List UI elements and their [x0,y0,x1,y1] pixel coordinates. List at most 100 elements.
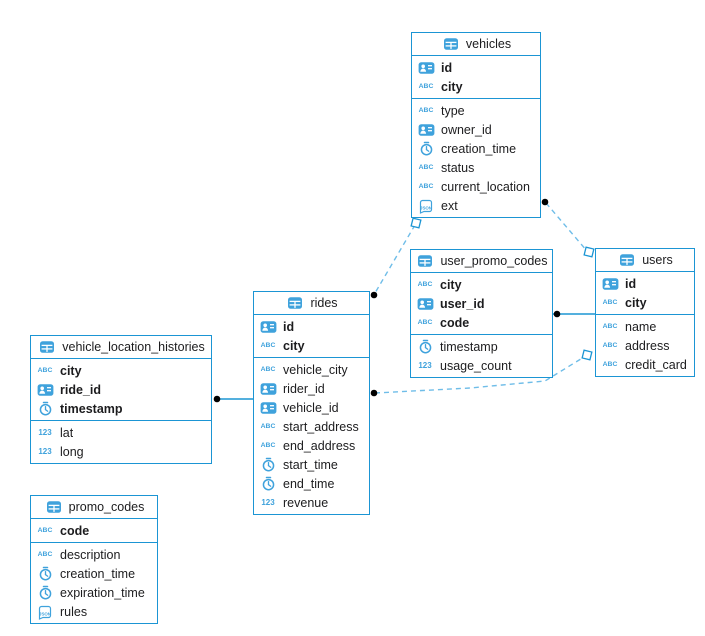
field-name: creation_time [60,566,136,581]
field-row[interactable]: id [596,274,694,293]
relationship-line-vehicles-users[interactable] [545,202,588,252]
abc-icon: ABC [260,442,276,449]
id-card-icon [258,399,278,416]
field-name: city [440,277,462,292]
relationship-line-vehicles-rides[interactable] [374,224,416,294]
field-name: city [625,295,647,310]
field-name: current_location [441,179,530,194]
table-icon [37,339,57,356]
table-title: rides [310,296,338,310]
table-header[interactable]: vehicles [412,33,540,56]
field-row[interactable]: ride_id [31,380,211,399]
clock-icon [35,584,55,601]
id-card-icon [35,381,55,398]
abc-icon: ABC [418,183,434,190]
field-name: start_time [283,457,338,472]
field-row[interactable]: timestamp [31,399,211,418]
field-row[interactable]: rider_id [254,379,369,398]
clock-icon [416,140,436,157]
field-name: status [441,160,475,175]
field-row[interactable]: id [412,58,540,77]
table-header[interactable]: promo_codes [31,496,157,519]
field-row[interactable]: ABC current_location [412,177,540,196]
cardinality-dot-marker [370,291,378,299]
clock-icon [258,456,278,473]
field-row[interactable]: vehicle_id [254,398,369,417]
id-card-icon [258,380,278,397]
field-row[interactable]: timestamp [411,337,552,356]
abc-icon: ABC [602,342,618,349]
field-row[interactable]: creation_time [412,139,540,158]
table-title: vehicles [465,37,512,51]
field-row[interactable]: owner_id [412,120,540,139]
table-title: users [642,253,673,267]
field-name: city [441,79,463,94]
abc-icon: ABC [602,361,618,368]
table-title: user_promo_codes [440,254,548,268]
table-header[interactable]: rides [254,292,369,315]
field-row[interactable]: creation_time [31,564,157,583]
field-row[interactable]: start_time [254,455,369,474]
cardinality-square-marker [583,246,595,258]
field-row[interactable]: expiration_time [31,583,157,602]
field-row[interactable]: end_time [254,474,369,493]
table-header[interactable]: vehicle_location_histories [31,336,211,359]
field-name: credit_card [625,357,687,372]
field-row[interactable]: id [254,317,369,336]
field-row[interactable]: ABC credit_card [596,355,694,374]
field-name: vehicle_id [283,400,339,415]
field-name: description [60,547,121,562]
field-row[interactable]: ABC city [596,293,694,312]
field-name: user_id [440,296,485,311]
field-name: start_address [283,419,359,434]
id-card-icon [416,121,436,138]
field-name: id [441,60,453,75]
abc-icon: ABC [602,299,618,306]
table-header[interactable]: users [596,249,694,272]
cardinality-square-marker [581,349,593,361]
cardinality-dot-marker [553,310,561,318]
field-row[interactable]: user_id [411,294,552,313]
id-card-icon [258,318,278,335]
123-icon: 123 [38,428,52,437]
relationship-line-rides-users[interactable] [374,356,585,394]
123-icon: 123 [261,498,275,507]
table-header[interactable]: user_promo_codes [411,250,552,273]
field-name: rules [60,604,88,619]
